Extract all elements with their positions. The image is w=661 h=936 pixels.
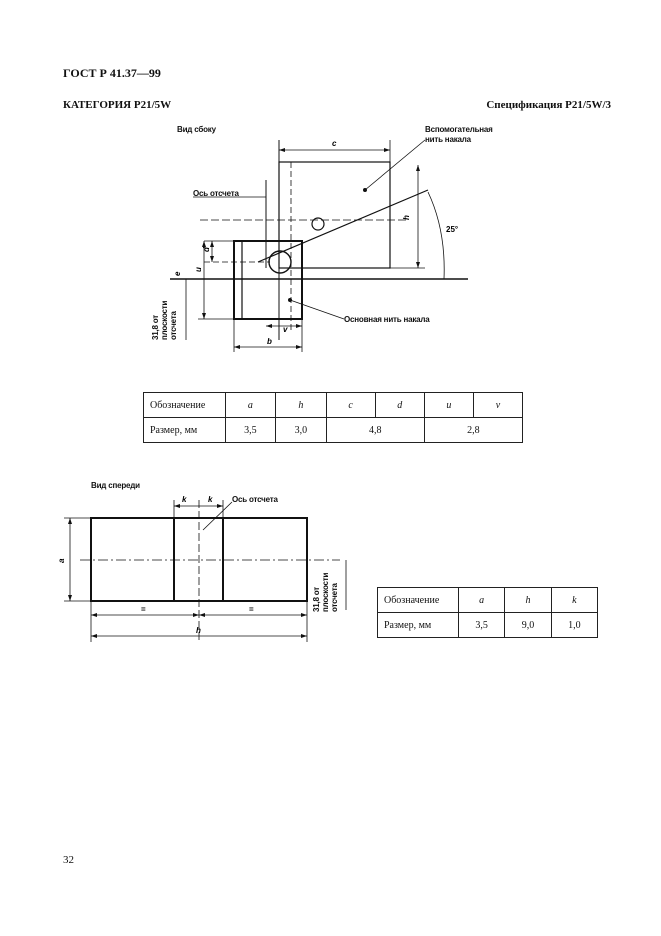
category-title: КАТЕГОРИЯ P21/5W — [63, 99, 172, 111]
table2-header-designation: Обозначение — [377, 587, 459, 613]
main-leader — [289, 299, 345, 320]
dim-d-label: d — [202, 246, 211, 252]
front-axis-leader — [202, 501, 233, 531]
main-filament-circle — [268, 250, 292, 274]
table2-header-k: k — [572, 594, 577, 606]
aux-filament-label: Вспомогательная нить накала — [425, 125, 493, 145]
main-filament-rect — [233, 240, 303, 320]
table2-value-h: 9,0 — [504, 612, 552, 638]
table2-value-k: 1,0 — [550, 612, 599, 638]
aux-leader — [364, 139, 426, 191]
spec-sheet-title: Спецификация P21/5W/3 — [486, 99, 611, 111]
table-row: Размер, мм 3,5 9,0 1,0 — [377, 612, 599, 638]
dimensions-table-side: Обозначение a h c d u v Размер, мм 3,5 3… — [143, 392, 524, 443]
side-view-drawing: c h 25° d u e v b — [170, 139, 468, 352]
side-view-title: Вид сбоку — [177, 125, 216, 134]
inclined-line — [257, 189, 429, 263]
front-axis-label: Ось отсчета — [232, 495, 278, 504]
table1-value-h: 3,0 — [275, 417, 327, 443]
front-view-title: Вид спереди — [91, 481, 140, 490]
standard-number: ГОСТ Р 41.37—99 — [63, 66, 161, 80]
table-row: Размер, мм 3,5 3,0 4,8 2,8 — [143, 417, 524, 443]
dim-v-label: v — [283, 325, 288, 334]
dim-a-label: a — [57, 558, 66, 563]
table-row: Обозначение a h k — [377, 587, 599, 613]
dim-c-label: c — [332, 139, 337, 148]
dim-u-label: u — [194, 267, 203, 272]
angle-label: 25° — [446, 225, 458, 234]
dim-h-total-label: h — [196, 626, 201, 635]
table1-header-u: u — [446, 399, 452, 411]
table2-row-label: Размер, мм — [377, 612, 459, 638]
aux-filament-rect — [278, 161, 391, 269]
aux-filament-circle — [311, 217, 325, 231]
table2-header-a: a — [479, 594, 485, 606]
table-row: Обозначение a h c d u v — [143, 392, 524, 418]
main-filament-label: Основная нить накала — [344, 315, 430, 324]
dim-k1-label: k — [182, 495, 187, 504]
table1-value-cd: 4,8 — [325, 417, 425, 443]
table1-header-designation: Обозначение — [143, 392, 226, 418]
dim-eq2-label: = — [249, 605, 254, 614]
dim-b-label: b — [267, 337, 272, 346]
table1-value-a: 3,5 — [224, 417, 277, 443]
dimensions-table-front: Обозначение a h k Размер, мм 3,5 9,0 1,0 — [377, 587, 599, 638]
front-view-drawing: a k k = = h — [57, 495, 347, 642]
side-axis-label: Ось отсчета — [193, 189, 239, 198]
table1-header-d: d — [397, 399, 403, 411]
dim-eq1-label: = — [141, 605, 146, 614]
table1-header-v: v — [495, 399, 501, 411]
table1-header-a: a — [247, 399, 253, 411]
table2-value-a: 3,5 — [457, 612, 506, 638]
page-number: 32 — [63, 854, 74, 866]
dim-k2-label: k — [208, 495, 213, 504]
table1-row-label: Размер, мм — [143, 417, 226, 443]
table2-header-h: h — [525, 594, 531, 606]
dim-e-label: e — [173, 271, 182, 276]
table1-header-c: c — [348, 399, 353, 411]
table1-header-h: h — [298, 399, 304, 411]
angle-arc — [427, 191, 445, 280]
table1-value-uv: 2,8 — [423, 417, 524, 443]
aux-filament-label-line2: нить накала — [425, 135, 471, 144]
dim-h-label: h — [402, 215, 411, 220]
aux-filament-label-line1: Вспомогательная — [425, 125, 493, 134]
